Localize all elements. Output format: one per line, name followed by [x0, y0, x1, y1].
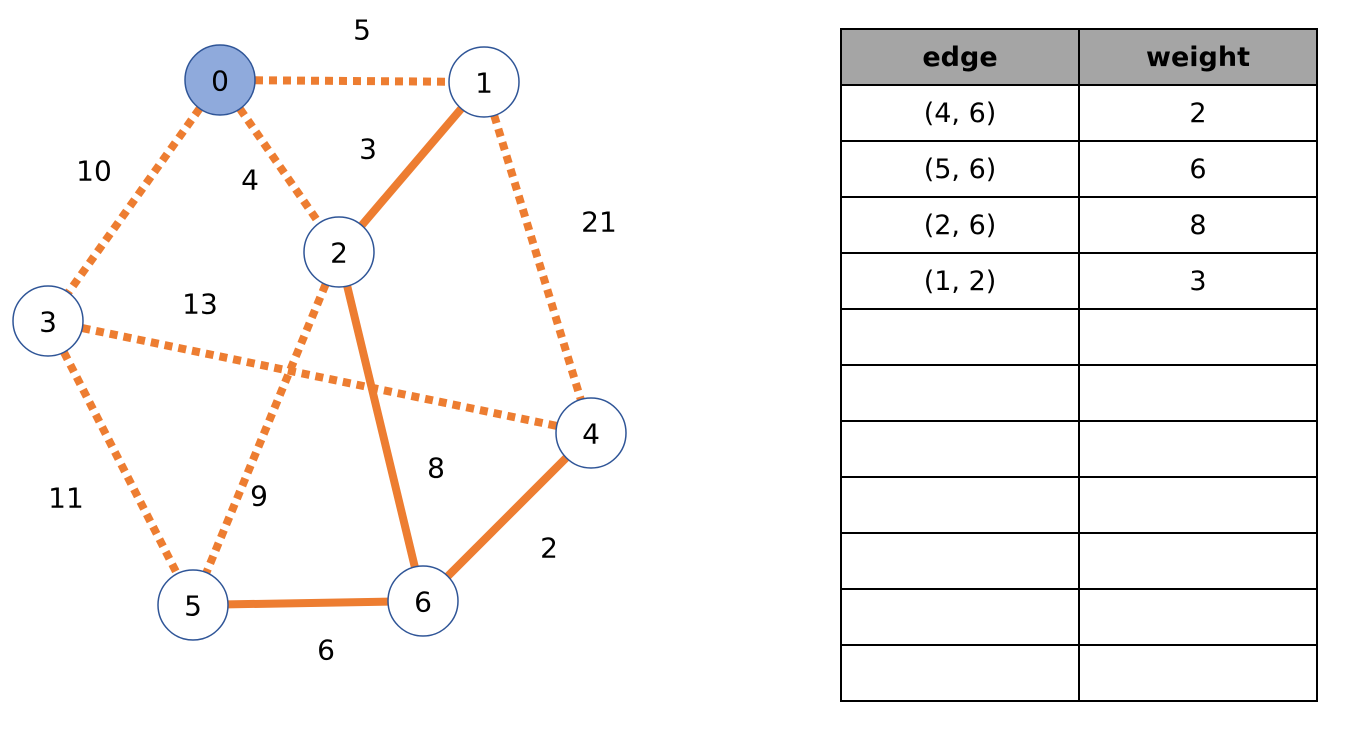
weight-cell [1078, 588, 1318, 646]
edge-weight-label: 6 [317, 634, 335, 667]
edge-weight-label: 2 [540, 532, 558, 565]
edge-weight-label: 10 [76, 155, 112, 188]
table-row [840, 308, 1318, 366]
weight-cell [1078, 308, 1318, 366]
node-circle [184, 44, 256, 116]
edge-weight-label: 21 [581, 206, 617, 239]
weight-cell: 8 [1078, 196, 1318, 254]
weight-cell [1078, 476, 1318, 534]
node-label: 3 [39, 306, 57, 339]
edge-cell: (5, 6) [840, 140, 1080, 198]
edge-cell: (4, 6) [840, 84, 1080, 142]
node-2: 2 [303, 216, 375, 288]
edge-3-4 [81, 324, 558, 430]
edge-cell [840, 532, 1080, 590]
table-row [840, 476, 1318, 534]
table-row: (1, 2)3 [840, 252, 1318, 310]
node-3: 3 [12, 285, 84, 357]
table-row [840, 420, 1318, 478]
edge-2-5 [202, 282, 330, 575]
edge-cell [840, 420, 1080, 478]
weight-cell [1078, 532, 1318, 590]
edge-1-2 [358, 106, 465, 228]
weight-cell: 6 [1078, 140, 1318, 198]
node-label: 2 [330, 237, 348, 270]
edge-weight-label: 8 [427, 452, 445, 485]
edge-5-6 [227, 597, 389, 609]
edge-table: edge weight (4, 6)2 (5, 6)6 (2, 6)8 (1, … [840, 28, 1318, 702]
edge-weight-label: 3 [359, 133, 377, 166]
edge-weight-label: 5 [353, 14, 371, 47]
edge-3-5 [60, 350, 181, 576]
edge-weight-label: 13 [182, 288, 218, 321]
edge-weight-label: 4 [241, 164, 259, 197]
node-label: 5 [184, 590, 202, 623]
edge-0-3 [65, 106, 203, 295]
node-circle [12, 285, 84, 357]
graph-diagram: 5 4 10 3 21 9 8 13 11 2 6 0 1 2 3 4 5 6 [12, 14, 627, 667]
table-header-row: edge weight [840, 28, 1318, 86]
node-4: 4 [555, 397, 627, 469]
edge-0-1 [254, 76, 450, 86]
table-row: (4, 6)2 [840, 84, 1318, 142]
node-circle [387, 565, 459, 637]
edge-column-header: edge [840, 28, 1080, 86]
node-label: 4 [582, 418, 600, 451]
weight-cell: 2 [1078, 84, 1318, 142]
table-row [840, 588, 1318, 646]
edge-weight-label: 9 [250, 480, 268, 513]
edge-2-6 [343, 285, 419, 568]
table-row [840, 644, 1318, 702]
edge-cell: (2, 6) [840, 196, 1080, 254]
weight-column-header: weight [1078, 28, 1318, 86]
node-circle [555, 397, 627, 469]
edge-cell: (1, 2) [840, 252, 1080, 310]
node-1: 1 [448, 46, 520, 118]
weight-cell [1078, 420, 1318, 478]
table-row [840, 364, 1318, 422]
table-row: (5, 6)6 [840, 140, 1318, 198]
edge-weight-label: 11 [48, 482, 84, 515]
weight-cell [1078, 644, 1318, 702]
node-0: 0 [184, 44, 256, 116]
node-label: 0 [211, 65, 229, 98]
node-circle [303, 216, 375, 288]
edge-1-4 [490, 114, 585, 401]
edge-cell [840, 644, 1080, 702]
node-5: 5 [157, 569, 229, 641]
edge-cell [840, 308, 1080, 366]
edge-cell [840, 588, 1080, 646]
node-6: 6 [387, 565, 459, 637]
node-circle [157, 569, 229, 641]
node-label: 6 [414, 586, 432, 619]
weight-cell: 3 [1078, 252, 1318, 310]
node-label: 1 [475, 67, 493, 100]
edge-0-2 [236, 106, 323, 226]
edge-cell [840, 476, 1080, 534]
table-row [840, 532, 1318, 590]
table-row: (2, 6)8 [840, 196, 1318, 254]
edge-4-6 [444, 454, 570, 580]
node-circle [448, 46, 520, 118]
edge-cell [840, 364, 1080, 422]
weight-cell [1078, 364, 1318, 422]
